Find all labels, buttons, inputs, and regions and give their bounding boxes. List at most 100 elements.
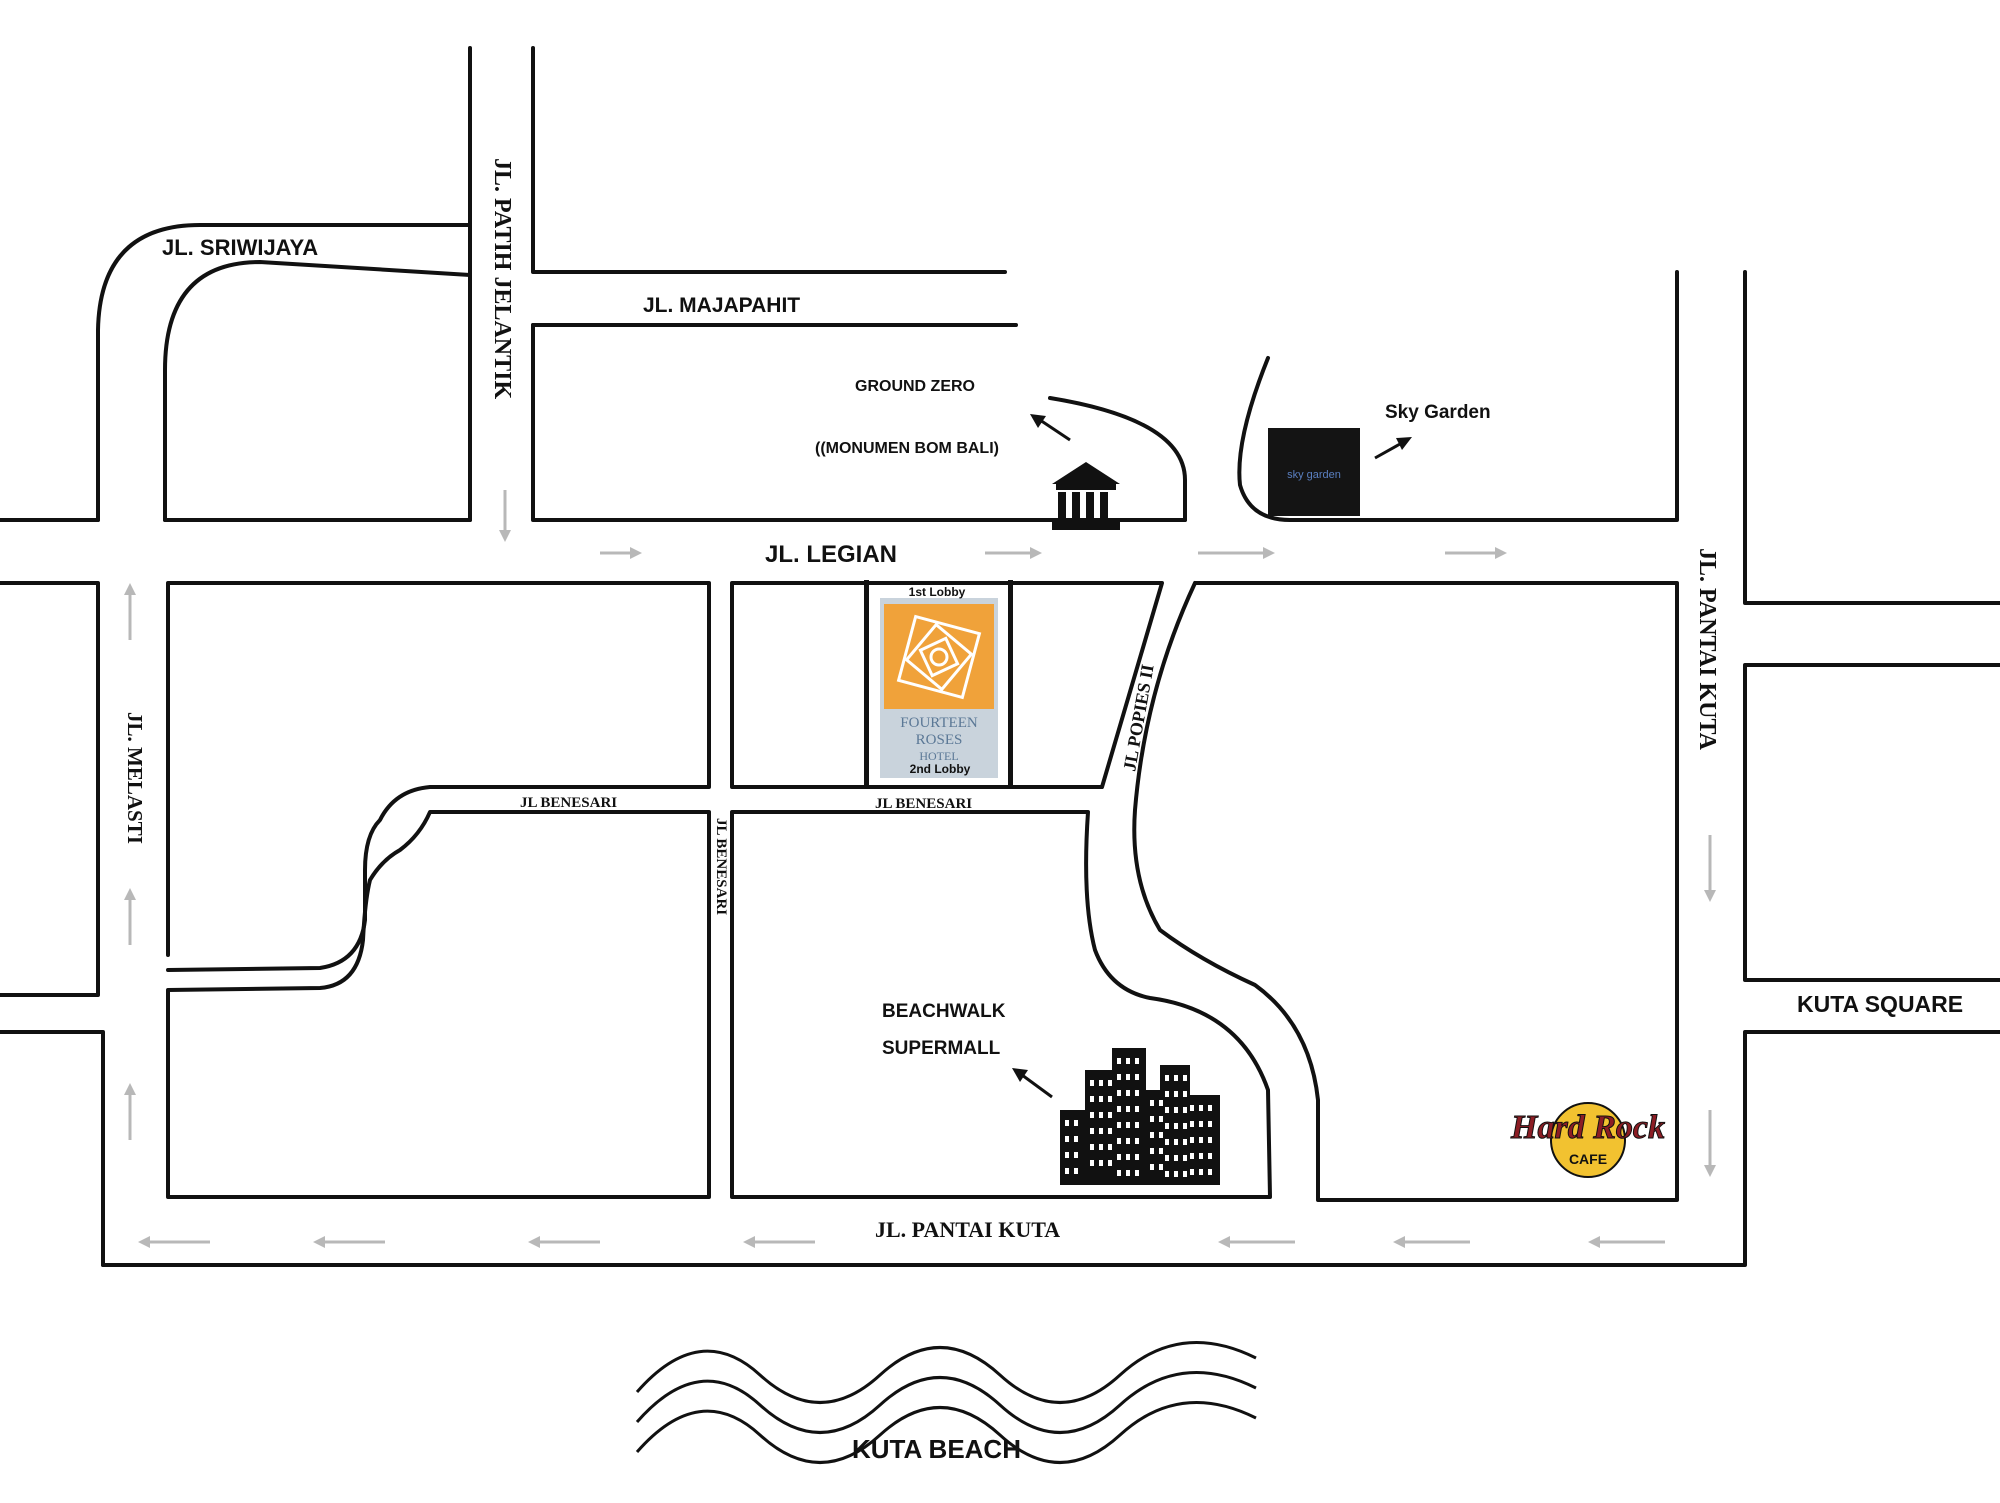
skyline-window	[1074, 1136, 1078, 1142]
traffic-arrow	[600, 547, 642, 559]
skyline-window	[1174, 1107, 1178, 1113]
skyline-window	[1208, 1121, 1212, 1127]
traffic-arrow	[1198, 547, 1275, 559]
traffic-arrow	[313, 1236, 385, 1248]
skyline-windows	[1065, 1058, 1212, 1177]
skyline-window	[1165, 1139, 1169, 1145]
skyline-window	[1165, 1107, 1169, 1113]
label-benesari-middle: JL BENESARI	[875, 796, 972, 812]
pointer-arrow-sky-garden	[1374, 437, 1412, 460]
block-west-south	[166, 810, 711, 1199]
hard-rock-cafe-text: CAFE	[1569, 1151, 1607, 1167]
skyline-window	[1190, 1137, 1194, 1143]
skyline-window	[1165, 1171, 1169, 1177]
skyline-window	[1099, 1160, 1103, 1166]
skyline-window	[1135, 1154, 1139, 1160]
label-supermall: SUPERMALL	[882, 1038, 1001, 1059]
skyline-window	[1126, 1058, 1130, 1064]
skyline-window	[1135, 1122, 1139, 1128]
hotel-name-line2: ROSES	[916, 732, 963, 748]
skyline-window	[1117, 1170, 1121, 1176]
skyline-window	[1117, 1058, 1121, 1064]
skyline-window	[1126, 1090, 1130, 1096]
skyline-window	[1074, 1120, 1078, 1126]
traffic-arrow	[1218, 1236, 1295, 1248]
traffic-arrow	[499, 490, 511, 542]
traffic-arrow	[124, 888, 136, 945]
skyline-window	[1165, 1155, 1169, 1161]
skyline-window	[1108, 1112, 1112, 1118]
skyline-window	[1159, 1100, 1163, 1106]
label-popies-ii: JL POPIES II	[1119, 663, 1157, 773]
skyline-window	[1183, 1107, 1187, 1113]
skyline-window	[1174, 1075, 1178, 1081]
skyline-window	[1165, 1123, 1169, 1129]
hard-rock-wordmark: Hard Rock	[1510, 1109, 1665, 1146]
beach-waves	[635, 1341, 1257, 1464]
skyline-window	[1159, 1164, 1163, 1170]
skyline-window	[1208, 1169, 1212, 1175]
skyline-window	[1190, 1169, 1194, 1175]
skyline-window	[1126, 1074, 1130, 1080]
skyline-window	[1117, 1106, 1121, 1112]
skyline-window	[1099, 1112, 1103, 1118]
label-majapahit: JL. MAJAPAHIT	[643, 294, 800, 317]
road-melasti-south	[0, 1030, 105, 1267]
label-pantai-kuta-south: JL. PANTAI KUTA	[875, 1217, 1060, 1242]
monument-icon	[1052, 462, 1120, 530]
skyline-window	[1199, 1169, 1203, 1175]
rose-logo-icon	[884, 604, 994, 709]
hotel-name-line1: FOURTEEN	[900, 715, 978, 731]
skyline-window	[1090, 1160, 1094, 1166]
block-east	[1132, 581, 1679, 1202]
skyline-window	[1090, 1112, 1094, 1118]
skyline-window	[1183, 1091, 1187, 1097]
skyline-window	[1065, 1136, 1069, 1142]
skyline-window	[1174, 1171, 1178, 1177]
skyline-window	[1199, 1137, 1203, 1143]
skyline-window	[1159, 1148, 1163, 1154]
traffic-arrows	[124, 490, 1716, 1248]
label-melasti: JL. MELASTI	[123, 712, 147, 844]
skyline-window	[1090, 1128, 1094, 1134]
skyline-window	[1117, 1154, 1121, 1160]
road-ground-zero-curve	[1048, 396, 1187, 522]
skyline-window	[1099, 1080, 1103, 1086]
hotel-marker: FOURTEEN ROSES HOTEL 1st Lobby 2nd Lobby	[864, 580, 1013, 785]
road-network	[0, 46, 2000, 1267]
skyline-window	[1090, 1144, 1094, 1150]
skyline-window	[1126, 1154, 1130, 1160]
road-pantai-kuta-east-south	[101, 1030, 2000, 1267]
skyline-window	[1090, 1080, 1094, 1086]
skyline-window	[1126, 1122, 1130, 1128]
sky-garden-logo: sky garden	[1268, 428, 1360, 516]
road-pantai-kuta-east-north	[1743, 270, 2000, 605]
traffic-arrow	[1393, 1236, 1470, 1248]
label-first-lobby: 1st Lobby	[909, 585, 966, 599]
skyline-window	[1117, 1122, 1121, 1128]
skyline-window	[1108, 1080, 1112, 1086]
traffic-arrow	[1704, 835, 1716, 902]
skyline-window	[1108, 1128, 1112, 1134]
skyline-window	[1183, 1075, 1187, 1081]
skyline-window	[1199, 1153, 1203, 1159]
skyline-window	[1065, 1168, 1069, 1174]
skyline-window	[1174, 1091, 1178, 1097]
skyline-window	[1135, 1170, 1139, 1176]
traffic-arrow	[528, 1236, 600, 1248]
label-sky-garden: Sky Garden	[1385, 402, 1491, 423]
road-legian-north-edge-b	[531, 323, 1187, 522]
road-legian-south-edge-west	[0, 581, 100, 997]
skyline-window	[1108, 1144, 1112, 1150]
skyline-window	[1108, 1160, 1112, 1166]
label-second-lobby: 2nd Lobby	[910, 762, 971, 776]
skyline-window	[1190, 1105, 1194, 1111]
label-ground-zero: GROUND ZERO	[855, 378, 975, 395]
traffic-arrow	[124, 1083, 136, 1140]
road-sky-garden-block	[1237, 270, 1679, 522]
skyline-window	[1208, 1153, 1212, 1159]
skyline-window	[1199, 1121, 1203, 1127]
skyline-window	[1126, 1138, 1130, 1144]
road-patih-jelantik-east	[531, 46, 1007, 274]
traffic-arrow	[1588, 1236, 1665, 1248]
